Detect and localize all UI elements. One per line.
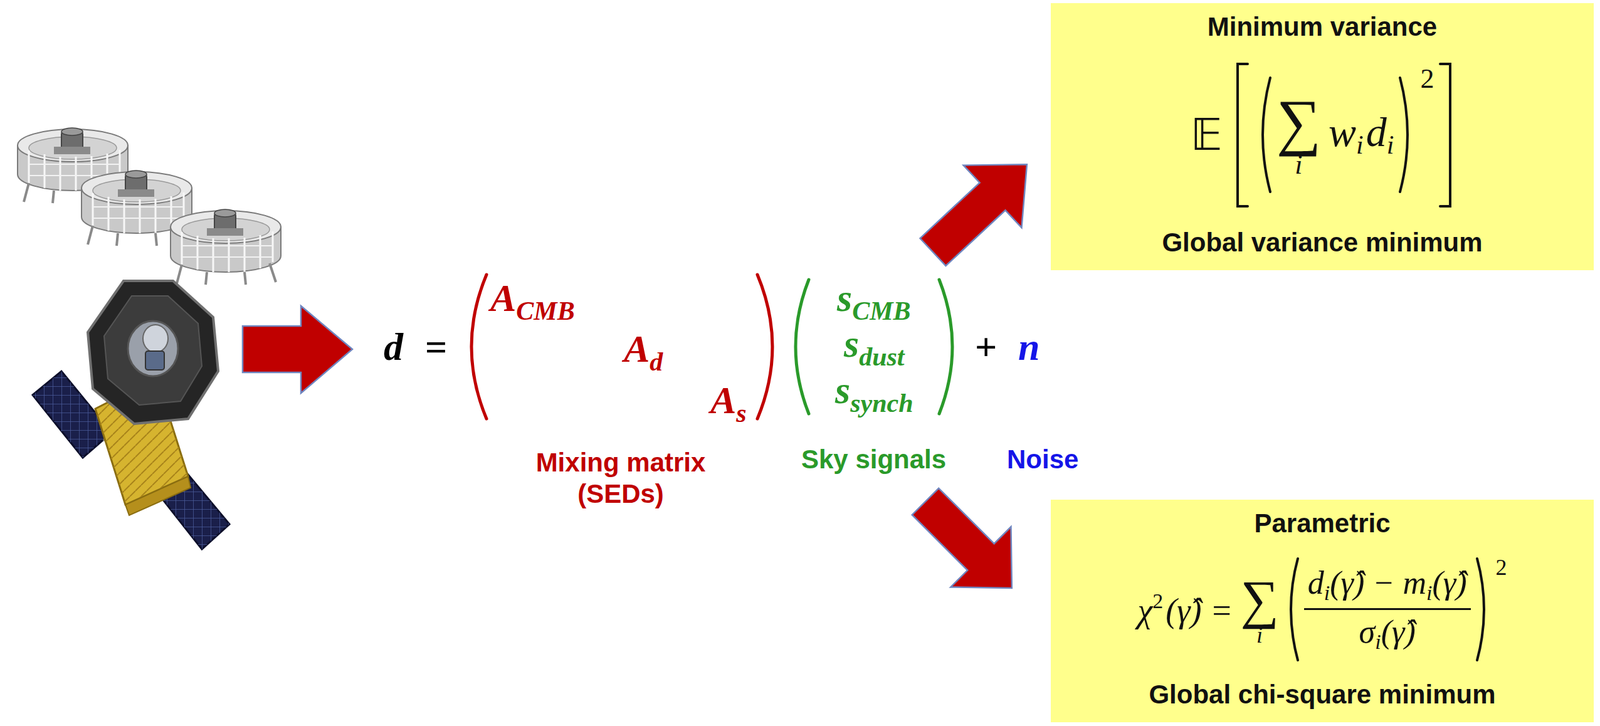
method-box: Minimum variance𝔼∑iwidi2Global variance … xyxy=(1050,3,1594,271)
subscript: i xyxy=(1374,630,1381,654)
denominator: σi(γ̂) xyxy=(1355,613,1420,654)
formula: 𝔼∑iwidi2 xyxy=(1190,61,1455,209)
equation-term: n xyxy=(1018,327,1040,367)
method-box: Parametricχ2(γ̂) =∑idi(γ̂) − mi(γ̂)σi(γ̂… xyxy=(1050,499,1594,723)
argument: (γ̂) = xyxy=(1165,591,1233,630)
bracket-symbol xyxy=(1282,556,1301,663)
sum-stack: ∑i xyxy=(1276,90,1322,179)
sum-index: i xyxy=(1294,151,1303,179)
subscript: dust xyxy=(858,342,905,372)
symbol: = xyxy=(425,325,448,369)
satellite xyxy=(32,280,230,550)
equation-term: As xyxy=(710,380,747,427)
variable: d xyxy=(1366,109,1387,155)
bracket-symbol xyxy=(1437,61,1454,209)
equation-term: + xyxy=(974,327,997,367)
bracket-stroke xyxy=(1237,63,1248,207)
exponent: 2 xyxy=(1420,65,1434,93)
symbol: s xyxy=(843,322,859,365)
subscript: s xyxy=(736,398,747,428)
ground-telescopes xyxy=(17,127,281,285)
flow-arrows xyxy=(242,132,1056,619)
expectation-symbol: 𝔼 xyxy=(1190,112,1223,157)
variable: w xyxy=(1328,109,1357,155)
sum-symbol: ∑ xyxy=(1240,572,1279,627)
sum-symbol: ∑ xyxy=(1276,90,1322,154)
argument: (γ̂) xyxy=(1431,564,1467,601)
formula: χ2(γ̂) =∑idi(γ̂) − mi(γ̂)σi(γ̂)2 xyxy=(1137,556,1507,663)
symbol: A xyxy=(623,327,650,370)
argument: (γ̂) − m xyxy=(1329,564,1427,601)
symbol: d xyxy=(383,325,404,369)
bracket-stroke xyxy=(1400,77,1408,192)
box-title: Parametric xyxy=(1253,508,1390,539)
exponent: 2 xyxy=(1152,589,1164,613)
numerator: di(γ̂) − mi(γ̂) xyxy=(1304,564,1471,605)
subscript: synch xyxy=(850,388,913,418)
fraction-bar xyxy=(1304,608,1471,611)
subscript: CMB xyxy=(515,296,575,326)
subscript: d xyxy=(649,347,663,377)
variable: σ xyxy=(1359,613,1376,650)
equation-term: Ad xyxy=(623,329,663,375)
bracket-stroke xyxy=(1290,558,1298,661)
sum-index: i xyxy=(1256,623,1263,647)
component-caption: Noise xyxy=(1006,443,1079,476)
bracket-symbol xyxy=(1253,75,1273,195)
symbol: n xyxy=(1018,325,1040,369)
variable: χ xyxy=(1137,591,1153,630)
symbol: s xyxy=(835,368,851,412)
box-caption: Global chi-square minimum xyxy=(1148,679,1496,710)
bracket-symbol xyxy=(1233,61,1251,209)
bracket-symbol xyxy=(1397,75,1417,195)
component-caption: Mixing matrix (SEDs) xyxy=(517,447,725,511)
sum-stack: ∑i xyxy=(1240,572,1279,647)
argument: (γ̂) xyxy=(1381,613,1416,650)
bracket-stroke xyxy=(1440,63,1451,207)
box-title: Minimum variance xyxy=(1207,11,1437,43)
subscript: CMB xyxy=(852,296,911,326)
subscript: i xyxy=(1386,130,1395,160)
equation-term: sdust xyxy=(843,324,905,370)
symbol: + xyxy=(974,325,997,369)
component-caption: Sky signals xyxy=(801,443,947,476)
equation-term: = xyxy=(425,327,448,367)
subscript: i xyxy=(1324,581,1330,605)
equation-term: ssynch xyxy=(835,370,914,417)
symbol: A xyxy=(490,276,516,320)
equation-term: ACMB xyxy=(490,278,575,325)
bracket-symbol xyxy=(1474,556,1493,663)
summand: widi xyxy=(1328,111,1394,158)
bracket-stroke xyxy=(1262,77,1271,192)
fraction: di(γ̂) − mi(γ̂)σi(γ̂) xyxy=(1304,564,1471,654)
symbol: s xyxy=(836,276,853,320)
box-caption: Global variance minimum xyxy=(1161,227,1483,258)
lhs: χ2(γ̂) = xyxy=(1137,590,1233,628)
variable: d xyxy=(1307,564,1325,601)
bracket-stroke xyxy=(1477,558,1485,661)
subscript: i xyxy=(1426,581,1432,605)
subscript: i xyxy=(1356,130,1364,160)
symbol: A xyxy=(710,378,737,422)
equation-term: sCMB xyxy=(836,278,911,325)
exponent: 2 xyxy=(1495,556,1508,579)
equation-term: d xyxy=(383,327,404,367)
